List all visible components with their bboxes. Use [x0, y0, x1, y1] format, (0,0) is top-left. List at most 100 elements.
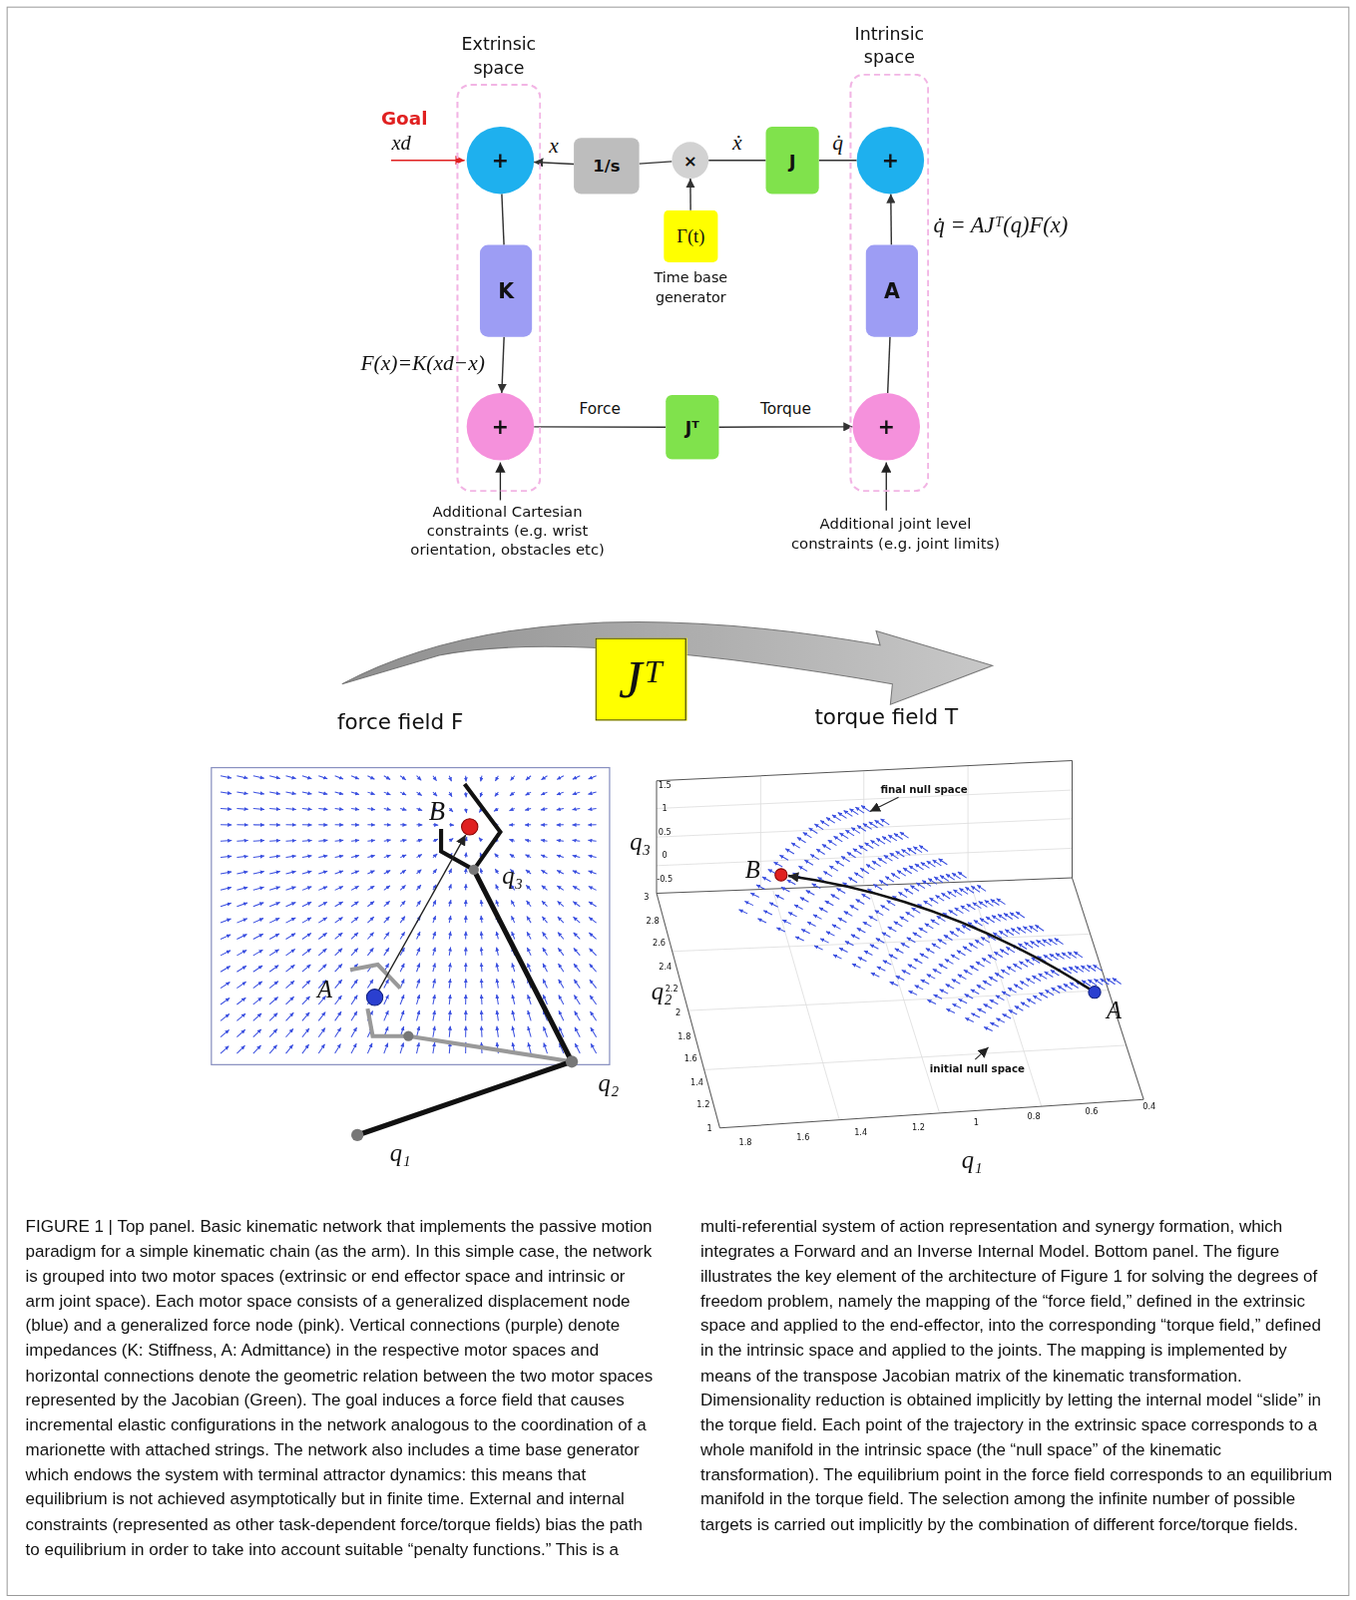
- torque-vector: [921, 881, 931, 888]
- field-vector: [525, 792, 532, 796]
- torque-vector: [838, 917, 848, 923]
- field-vector: [367, 886, 375, 891]
- field-vector: [236, 792, 248, 795]
- torque-vector: [979, 917, 989, 924]
- torque-vector: [987, 954, 997, 960]
- field-vector: [335, 871, 344, 875]
- field-vector: [236, 856, 248, 858]
- field-vector: [384, 840, 392, 842]
- edge-label: Force: [576, 400, 623, 419]
- field-vector: [433, 1026, 436, 1038]
- torque-vector: [954, 907, 964, 914]
- field-vector: [524, 824, 531, 826]
- field-vector: [286, 948, 296, 955]
- joint-label: q₂: [598, 1068, 620, 1101]
- connector: [501, 337, 504, 394]
- goal-symbol: xd: [392, 129, 412, 157]
- field-vector: [236, 840, 248, 843]
- field-vector: [433, 792, 438, 797]
- torque-vector: [905, 911, 915, 917]
- field-vector: [384, 870, 391, 875]
- torque-vector: [851, 934, 861, 940]
- field-vector: [286, 933, 297, 940]
- torque-vector: [1003, 913, 1013, 920]
- field-vector: [400, 840, 407, 842]
- field-vector: [417, 931, 422, 939]
- torque-vector: [1068, 966, 1078, 973]
- field-vector: [557, 916, 564, 923]
- field-vector: [269, 965, 279, 973]
- field-vector: [417, 1042, 421, 1054]
- field-vector: [540, 808, 548, 811]
- torque-vector: [812, 884, 822, 890]
- field-vector: [253, 808, 265, 811]
- field-vector: [417, 978, 421, 988]
- field-vector: [236, 949, 247, 955]
- field-vector: [220, 997, 230, 1005]
- field-vector: [558, 979, 564, 989]
- node-text: A: [884, 278, 901, 304]
- field-vector: [236, 903, 248, 907]
- torque-vector: [851, 828, 861, 835]
- field-vector: [351, 776, 360, 780]
- tick-label: 0: [662, 851, 668, 863]
- field-vector: [351, 902, 359, 907]
- tick-label: 2.8: [646, 915, 660, 927]
- torque-vector: [863, 823, 873, 830]
- start-hand: [367, 1008, 409, 1037]
- field-vector: [417, 855, 423, 859]
- torque-vector: [890, 853, 900, 860]
- field-vector: [400, 994, 405, 1005]
- torque-vector: [919, 953, 929, 959]
- field-vector: [588, 871, 597, 875]
- field-vector: [511, 915, 515, 923]
- field-vector: [318, 1028, 326, 1038]
- torque-vector: [885, 877, 895, 884]
- jacobian-box: J: [766, 126, 820, 195]
- field-vector: [464, 776, 466, 783]
- torque-vector: [983, 1003, 993, 1009]
- field-vector: [433, 839, 439, 842]
- torque-vector: [915, 883, 925, 890]
- torque-vector: [926, 861, 936, 868]
- field-vector: [318, 776, 328, 780]
- torque-vector: [897, 870, 906, 877]
- field-vector: [478, 838, 482, 843]
- torque-vector: [940, 893, 950, 900]
- field-vector: [302, 776, 313, 780]
- constraint-arrow: [886, 462, 888, 511]
- torque-vector: [1023, 941, 1033, 948]
- field-vector: [587, 840, 596, 843]
- field-vector: [587, 792, 596, 795]
- field-vector: [351, 932, 359, 940]
- torque-vector: [955, 927, 965, 933]
- torque-vector: [1043, 954, 1053, 961]
- field-vector: [286, 1028, 294, 1037]
- torque-vector: [962, 946, 972, 952]
- field-vector: [351, 948, 359, 956]
- vector-field: [220, 776, 597, 1054]
- field-vector: [508, 808, 514, 811]
- torque-vector: [839, 833, 849, 840]
- field-vector: [286, 887, 297, 891]
- torque-vector: [1036, 939, 1046, 946]
- connector: [501, 193, 504, 245]
- field-vector: [367, 792, 375, 795]
- torque-vector: [991, 915, 1001, 922]
- field-vector: [286, 917, 297, 923]
- field-vector: [318, 808, 328, 810]
- torque-vector: [883, 960, 893, 965]
- field-vector: [302, 917, 312, 923]
- field-vector: [433, 915, 437, 923]
- field-vector: [335, 1011, 342, 1021]
- field-vector: [253, 933, 264, 939]
- torque-vector: [857, 927, 867, 933]
- constraint-note: Additional Cartesian constraints (e.g. w…: [398, 501, 618, 560]
- admittance-box: A: [866, 245, 918, 338]
- torque-vector: [1007, 987, 1017, 993]
- field-vector: [236, 997, 246, 1005]
- field-vector: [302, 980, 311, 989]
- field-vector: [556, 855, 564, 858]
- space-title: Intrinsic space: [833, 22, 946, 70]
- tick-label: 1.5: [658, 781, 672, 793]
